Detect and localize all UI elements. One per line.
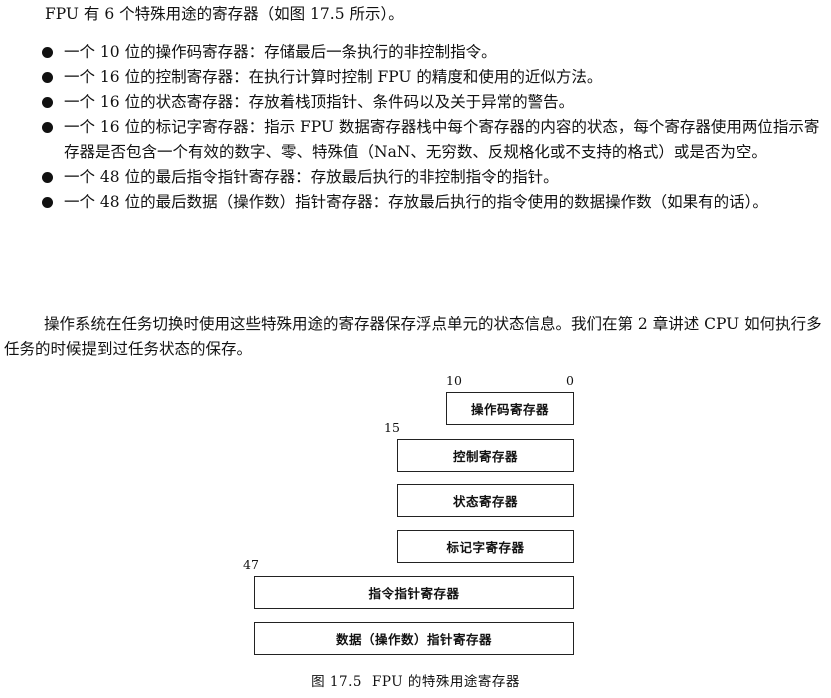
body-paragraph: 操作系统在任务切换时使用这些特殊用途的寄存器保存浮点单元的状态信息。我们在第 2… [4, 315, 822, 358]
bullet-icon [42, 172, 53, 183]
figure-caption: 图 17.5 FPU 的特殊用途寄存器 [0, 670, 831, 690]
status-register-label: 状态寄存器 [452, 494, 518, 509]
instruction-pointer-register-label: 指令指针寄存器 [368, 586, 460, 601]
list-item-status: 一个 16 位的状态寄存器：存放着栈顶指针、条件码以及关于异常的警告。 [42, 90, 822, 115]
list-item-text: 一个 16 位的状态寄存器：存放着栈顶指针、条件码以及关于异常的警告。 [64, 93, 575, 111]
data-pointer-register-box: 数据（操作数）指针寄存器 [254, 622, 574, 655]
figure-caption-title: FPU 的特殊用途寄存器 [371, 674, 520, 690]
tag-register-label: 标记字寄存器 [446, 540, 525, 555]
bit-label-15: 15 [384, 420, 400, 435]
list-item-text: 一个 10 位的操作码寄存器：存储最后一条执行的非控制指令。 [64, 43, 497, 61]
bit-label-47: 47 [243, 557, 259, 572]
figure-caption-number: 图 17.5 [311, 674, 362, 690]
list-item-text: 一个 48 位的最后数据（操作数）指针寄存器：存放最后执行的指令使用的数据操作数… [64, 193, 768, 211]
list-item-opcode: 一个 10 位的操作码寄存器：存储最后一条执行的非控制指令。 [42, 40, 822, 65]
status-register-box: 状态寄存器 [397, 484, 574, 517]
bit-label-10: 10 [446, 373, 462, 388]
control-register-box: 控制寄存器 [397, 439, 574, 472]
intro-text: FPU 有 6 个特殊用途的寄存器（如图 17.5 所示）。 [45, 5, 404, 23]
bullet-icon [42, 97, 53, 108]
register-list: 一个 10 位的操作码寄存器：存储最后一条执行的非控制指令。 一个 16 位的控… [42, 40, 822, 215]
opcode-register-label: 操作码寄存器 [470, 402, 549, 417]
list-item-data-pointer: 一个 48 位的最后数据（操作数）指针寄存器：存放最后执行的指令使用的数据操作数… [42, 190, 822, 215]
data-pointer-register-label: 数据（操作数）指针寄存器 [335, 632, 492, 647]
list-item-text: 一个 48 位的最后指令指针寄存器：存放最后执行的非控制指令的指针。 [64, 168, 559, 186]
bullet-icon [42, 47, 53, 58]
bullet-icon [42, 72, 53, 83]
bit-label-0: 0 [566, 373, 574, 388]
list-item-text: 一个 16 位的控制寄存器：在执行计算时控制 FPU 的精度和使用的近似方法。 [64, 68, 603, 86]
tag-register-box: 标记字寄存器 [397, 530, 574, 563]
bullet-icon [42, 197, 53, 208]
bullet-icon [42, 122, 53, 133]
list-item-text: 一个 16 位的标记字寄存器：指示 FPU 数据寄存器栈中每个寄存器的内容的状态… [64, 118, 820, 161]
list-item-instruction-pointer: 一个 48 位的最后指令指针寄存器：存放最后执行的非控制指令的指针。 [42, 165, 822, 190]
instruction-pointer-register-box: 指令指针寄存器 [254, 576, 574, 609]
list-item-tag: 一个 16 位的标记字寄存器：指示 FPU 数据寄存器栈中每个寄存器的内容的状态… [42, 115, 822, 165]
opcode-register-box: 操作码寄存器 [446, 392, 574, 425]
list-item-control: 一个 16 位的控制寄存器：在执行计算时控制 FPU 的精度和使用的近似方法。 [42, 65, 822, 90]
control-register-label: 控制寄存器 [452, 449, 518, 464]
